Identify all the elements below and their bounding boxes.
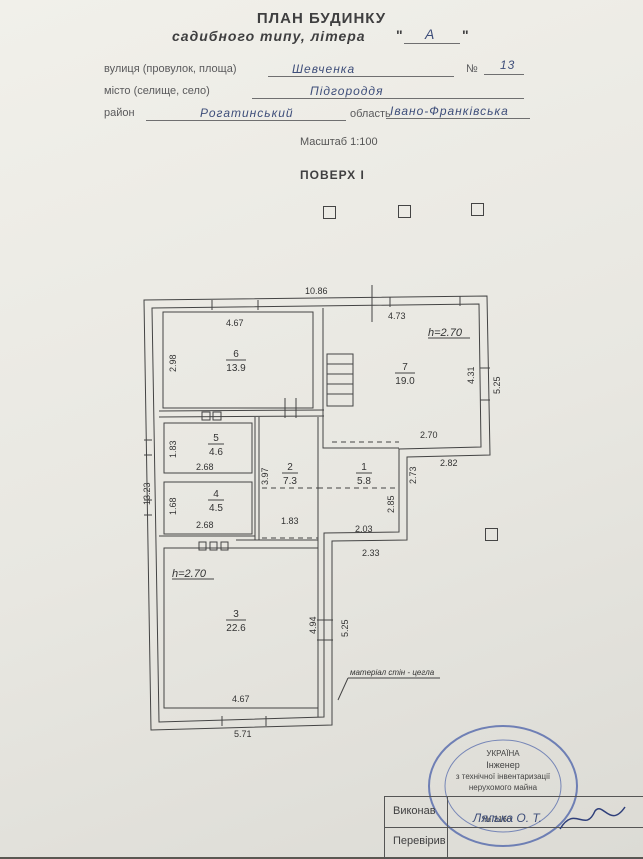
marker-square [485, 528, 498, 541]
stamp-line-2: Інженер [486, 760, 519, 770]
dim-corridor-left: 3.97 [260, 467, 270, 485]
litera-value: А [425, 26, 436, 42]
city-label: місто (селище, село) [104, 85, 210, 97]
wall-material-note: матеріал стін - цегла [350, 668, 435, 677]
dim-room1-bottom: 2.03 [355, 524, 373, 534]
room-4-area: 4.5 [209, 503, 223, 514]
checked-by-label: Перевірив [393, 835, 446, 847]
dim-room3-bottom: 4.67 [232, 694, 250, 704]
room-5-number: 5 [213, 433, 219, 444]
plan-title: ПЛАН БУДИНКУ [256, 10, 387, 27]
room-2-number: 2 [287, 462, 293, 473]
dim-bottom-total: 5.71 [234, 729, 252, 739]
number-underline [484, 74, 524, 75]
ceiling-height-lower: h=2.70 [172, 568, 207, 580]
signature-scribble [559, 806, 626, 830]
dim-room5-left: 1.83 [168, 440, 178, 458]
dim-right-total: 5.25 [492, 376, 502, 394]
dim-room4-bottom: 2.68 [196, 520, 214, 530]
room-7-area: 19.0 [395, 376, 415, 387]
dim-left-total: 13.23 [142, 482, 152, 505]
litera-underline [404, 43, 460, 44]
marker-square [398, 205, 411, 218]
city-underline [252, 98, 524, 99]
district-label: район [104, 107, 135, 119]
official-stamp: УКРАЇНА Інженер з технічної інвентаризац… [425, 722, 581, 850]
floor-label: ПОВЕРХ I [300, 168, 365, 182]
dim-corridor-bottom: 1.83 [281, 516, 299, 526]
dim-room7-top: 4.73 [388, 311, 406, 321]
dim-room7-right: 4.31 [466, 366, 476, 384]
dim-room1-outer: 2.33 [362, 548, 380, 558]
room-6-number: 6 [233, 349, 239, 360]
number-label: № [466, 63, 478, 75]
ceiling-height-upper: h=2.70 [428, 327, 463, 339]
room-3-area: 22.6 [226, 623, 246, 634]
quote-open: " [396, 27, 403, 43]
dim-step-bottom: 2.82 [440, 458, 458, 468]
dim-room1-right: 2.85 [386, 495, 396, 513]
room-2-area: 7.3 [283, 476, 297, 487]
dim-room3-outer-right: 5.25 [340, 619, 350, 637]
dim-room3-right: 4.94 [308, 616, 318, 634]
stamp-line-5: № 3160 [483, 815, 512, 824]
marker-square [471, 203, 484, 216]
street-underline [268, 76, 454, 77]
stamp-line-3: з технічної інвентаризації [456, 772, 551, 781]
room-1-area: 5.8 [357, 476, 371, 487]
dim-room6-left: 2.98 [168, 354, 178, 372]
stamp-line-4: нерухомого майна [469, 783, 538, 792]
street-value: Шевченка [292, 62, 356, 76]
plan-subtitle: садибного типу, літера [172, 28, 366, 44]
region-underline [386, 118, 530, 119]
stamp-line-1: УКРАЇНА [486, 749, 520, 758]
region-label: область [350, 108, 391, 120]
dim-top-total: 10.86 [305, 286, 328, 296]
street-label: вулиця (провулок, площа) [104, 63, 237, 75]
room-6-area: 13.9 [226, 363, 246, 374]
scale-text: Масштаб 1:100 [300, 136, 378, 148]
dim-room4-left: 1.68 [168, 497, 178, 515]
district-underline [146, 120, 346, 121]
dim-room6-top: 4.67 [226, 318, 244, 328]
quote-close: " [462, 27, 469, 43]
signature-name: Лялька О. Т. [473, 811, 542, 825]
room-4-number: 4 [213, 489, 219, 500]
number-value: 13 [500, 58, 516, 72]
dim-room5-bottom: 2.68 [196, 462, 214, 472]
approval-table: Виконав Перевірив Лялька О. Т. [384, 796, 643, 859]
room-3-number: 3 [233, 609, 239, 620]
room-7-number: 7 [402, 362, 408, 373]
marker-square [323, 206, 336, 219]
region-value: Івано-Франківська [390, 104, 509, 118]
city-value: Підгороддя [310, 84, 384, 98]
performed-by-label: Виконав [393, 805, 436, 817]
district-value: Рогатинський [200, 106, 294, 120]
room-5-area: 4.6 [209, 447, 223, 458]
dim-step-right: 2.73 [408, 466, 418, 484]
dim-room7-bottom: 2.70 [420, 430, 438, 440]
room-1-number: 1 [361, 462, 367, 473]
